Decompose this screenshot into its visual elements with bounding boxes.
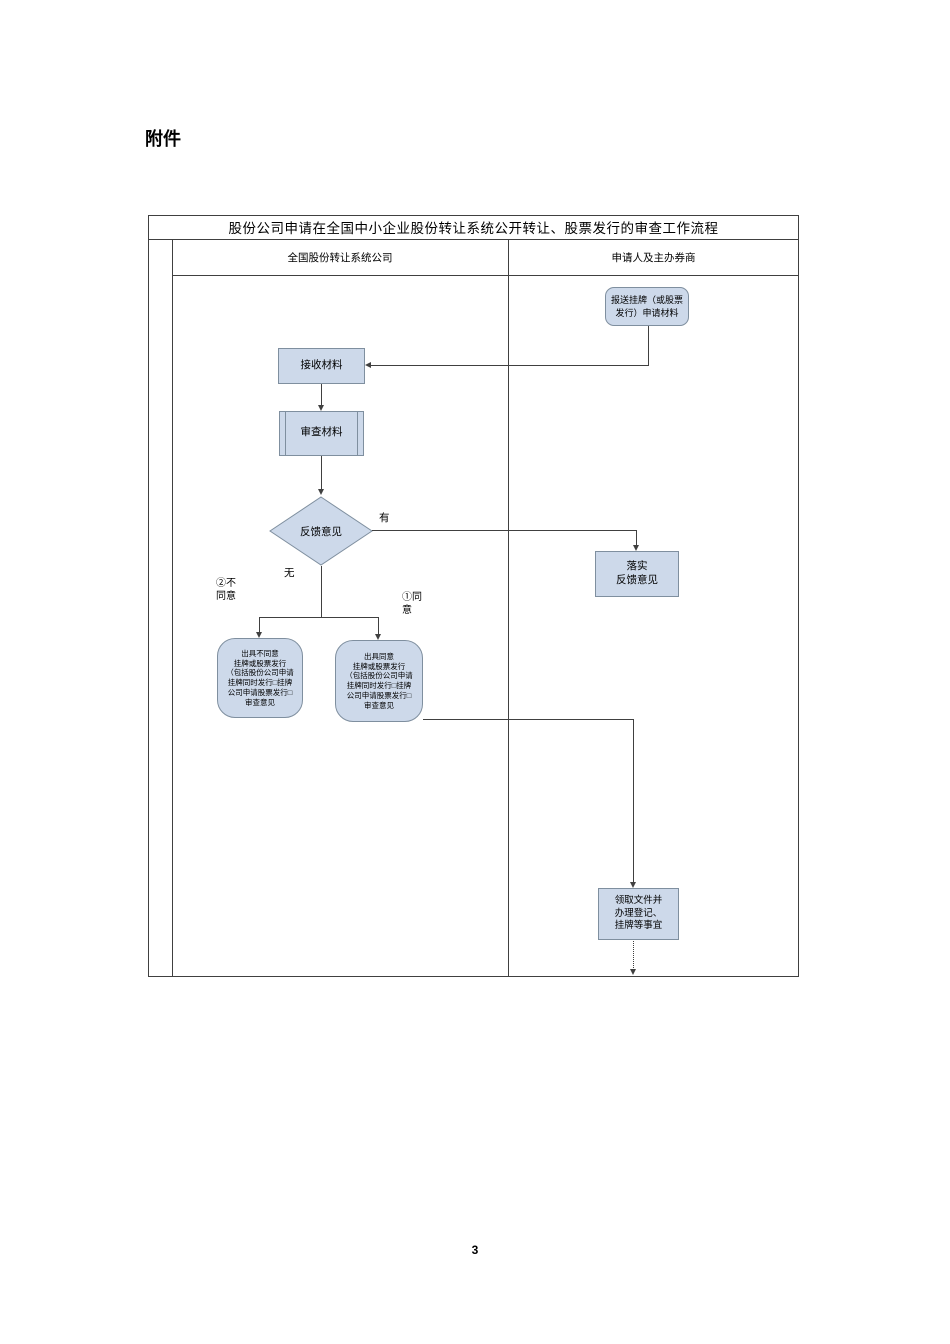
node-issue-disagree: 出具不同意 挂牌或股票发行 （包括股份公司申请 挂牌同时发行□挂牌 公司申请股票… <box>217 638 303 718</box>
connector-receive-review <box>321 384 322 406</box>
node-implement-feedback: 落实 反馈意见 <box>595 551 679 597</box>
lane-header-left: 全国股份转让系统公司 <box>287 253 393 264</box>
connector-submit-down <box>648 326 649 366</box>
lane-header-underline <box>172 275 799 276</box>
connector-into-implement <box>636 530 637 547</box>
decision-label: 反馈意见 <box>300 526 342 538</box>
lane-divider <box>508 240 509 977</box>
arrowhead-into-disagree <box>256 632 262 638</box>
label-branch-agree: ①同 意 <box>402 592 422 616</box>
arrowhead-into-implement <box>633 545 639 551</box>
connector-branch-right-down <box>378 617 379 635</box>
connector-branch-left-down <box>259 617 260 633</box>
narrow-column-divider <box>172 240 173 977</box>
connector-submit-left <box>370 365 649 366</box>
connector-decision-down <box>321 566 322 618</box>
arrowhead-into-agree <box>375 634 381 640</box>
connector-decision-right <box>372 530 636 531</box>
arrowhead-dotted-end <box>630 969 636 975</box>
label-branch-disagree: ②不 同意 <box>216 578 236 602</box>
label-no-feedback: 无 <box>284 568 295 579</box>
decision-diamond-shape <box>269 496 373 566</box>
flowchart-frame <box>148 215 799 977</box>
label-has-feedback: 有 <box>379 513 390 524</box>
connector-agree-right <box>423 719 633 720</box>
node-receive-materials: 接收材料 <box>278 348 365 384</box>
arrowhead-into-decision <box>318 489 324 495</box>
node-feedback-decision: 反馈意见 <box>269 496 373 566</box>
flowchart-title: 股份公司申请在全国中小企业股份转让系统公开转让、股票发行的审查工作流程 <box>148 215 799 240</box>
arrowhead-into-review <box>318 405 324 411</box>
arrowhead-into-collect <box>630 882 636 888</box>
connector-review-decision <box>321 456 322 490</box>
node-collect-documents: 领取文件并 办理登记、 挂牌等事宜 <box>598 888 679 940</box>
connector-branch-horizontal <box>259 617 379 618</box>
node-submit-materials: 报送挂牌（或股票 发行）申请材料 <box>605 287 689 326</box>
connector-dotted-continuation <box>633 941 634 970</box>
arrowhead-into-receive <box>365 362 371 368</box>
lane-header-right: 申请人及主办券商 <box>611 253 696 264</box>
attachment-heading: 附件 <box>145 129 181 149</box>
node-review-materials: 审查材料 <box>279 411 364 456</box>
node-issue-agree: 出具同意 挂牌或股票发行 （包括股份公司申请 挂牌同时发行□挂牌 公司申请股票发… <box>335 640 423 722</box>
page-number: 3 <box>471 1243 479 1257</box>
connector-agree-down <box>633 719 634 884</box>
